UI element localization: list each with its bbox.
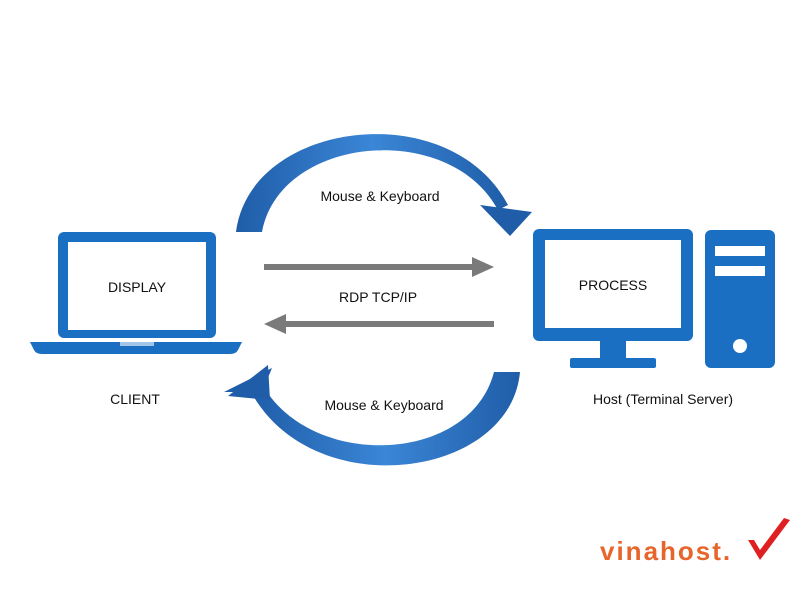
client-label: CLIENT	[110, 391, 160, 407]
display-label: DISPLAY	[108, 279, 167, 295]
process-label: PROCESS	[579, 277, 647, 293]
bottom-curved-arrow	[224, 365, 520, 466]
server-tower-icon	[705, 230, 775, 368]
monitor-icon	[533, 229, 693, 368]
vinahost-logo: vinahost.	[600, 518, 790, 566]
protocol-label: RDP TCP/IP	[339, 289, 417, 305]
arrow-right	[264, 257, 494, 277]
arrow-left	[264, 314, 494, 334]
bottom-flow-label: Mouse & Keyboard	[324, 397, 443, 413]
top-flow-label: Mouse & Keyboard	[320, 188, 439, 204]
checkmark-icon	[748, 518, 790, 560]
logo-text: vinahost.	[600, 536, 732, 566]
top-curved-arrow	[236, 134, 532, 236]
host-label: Host (Terminal Server)	[593, 391, 733, 407]
laptop-icon	[30, 232, 242, 354]
